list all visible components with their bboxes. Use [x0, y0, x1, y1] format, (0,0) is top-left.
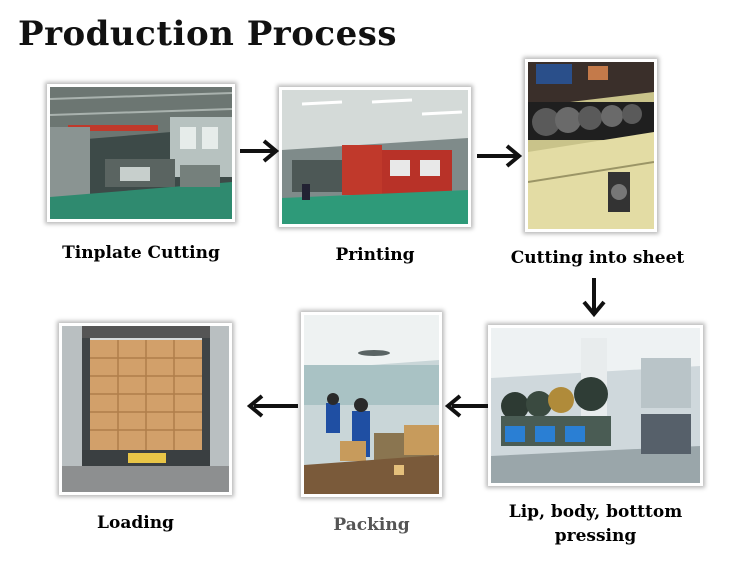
arrow-right-icon — [240, 139, 280, 163]
step-label-cutting-into-sheet: Cutting into sheet — [510, 248, 685, 268]
step-label-pressing-line1: Lip, body, botttom — [508, 502, 683, 522]
loading-truck-photo — [59, 323, 232, 495]
arrow-right-icon — [477, 144, 523, 168]
factory-hall-photo — [47, 84, 235, 222]
step-label-loading: Loading — [97, 513, 174, 533]
packing-workers-photo — [301, 312, 442, 497]
step-label-printing: Printing — [335, 245, 415, 265]
printing-machine-photo — [279, 87, 471, 227]
arrow-down-icon — [582, 278, 606, 318]
step-label-pressing-line2: pressing — [554, 526, 637, 546]
page-title: Production Process — [18, 14, 397, 54]
step-label-packing: Packing — [333, 515, 410, 535]
arrow-left-icon — [444, 394, 488, 418]
press-machines-photo — [488, 325, 703, 486]
sheet-cutter-photo — [525, 59, 657, 232]
step-label-tinplate-cutting: Tinplate Cutting — [62, 243, 220, 263]
step-label-pressing: Lip, body, botttom pressing — [478, 500, 713, 548]
arrow-left-icon — [246, 394, 298, 418]
